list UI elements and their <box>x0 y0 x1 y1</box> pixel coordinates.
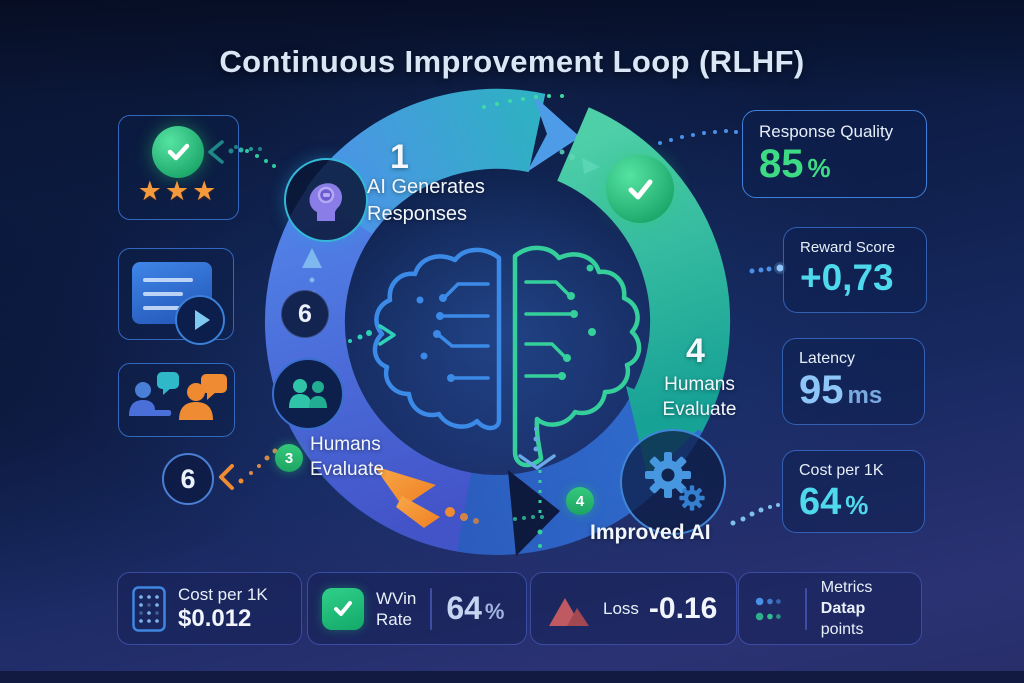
step-number-4: 4 <box>686 332 705 370</box>
cost-label: Cost per 1K <box>178 585 268 604</box>
brain-circuits-right <box>524 264 596 380</box>
chevron-left-orange-icon <box>219 464 234 490</box>
win-rate-label: WVin Rate <box>376 588 417 629</box>
cost-text-block: Cost per 1K $0.012 <box>178 584 268 633</box>
loss-label: Loss <box>603 599 639 618</box>
metric-value-row: +0,73 <box>800 257 894 298</box>
metric-value-row: 64% <box>799 481 869 523</box>
divider <box>804 587 807 630</box>
step-circle-six-arc: 6 <box>281 290 329 338</box>
humans-circle <box>272 358 344 430</box>
bottom-card-cost: Cost per 1K $0.012 <box>117 572 302 645</box>
brain-left-hemisphere <box>372 247 502 431</box>
metric-label: Cost per 1K <box>799 462 884 479</box>
check-circle-icon <box>152 126 204 178</box>
bottom-card-loss: Loss -0.16 <box>530 572 737 645</box>
metrics-text-block: Metrics Datap points <box>821 577 907 640</box>
chevron-down-icon <box>518 454 556 470</box>
step-number-1: 1 <box>390 138 409 176</box>
teal-inner-arrow-icon <box>559 149 600 174</box>
step-1-label: AI Generates Responses <box>367 176 485 225</box>
metric-label: Response Quality <box>759 122 894 141</box>
page-title: Continuous Improvement Loop (RLHF) <box>219 44 805 79</box>
step-badge-3: 3 <box>275 444 303 472</box>
brain-circuits-left <box>416 282 490 382</box>
people-chat-icon <box>129 372 227 420</box>
metric-label: Latency <box>799 350 856 367</box>
orange-arrow-icon <box>374 466 479 528</box>
improved-ai-label: Improved AI <box>590 521 711 544</box>
datapoints-line: Datap points <box>820 600 866 638</box>
dotted-trails <box>208 94 786 526</box>
gears-icon <box>645 452 705 511</box>
circle-number: 6 <box>180 463 196 494</box>
mountain-icon <box>549 597 589 626</box>
loop-check-circle-icon <box>606 155 674 223</box>
metric-card-cost-per-1k: Cost per 1K 64% <box>782 450 925 533</box>
improved-ai-circle <box>620 429 726 535</box>
humans-evaluate-label: Humans Evaluate <box>310 434 384 480</box>
metric-card-reward-score: Reward Score +0,73 <box>783 227 927 313</box>
win-rate-value-row: 64% <box>446 590 505 626</box>
dots-icon <box>755 597 781 620</box>
metric-label: Reward Score <box>800 239 896 256</box>
loop-arrowhead-right <box>527 95 580 172</box>
bottom-strip <box>0 671 1024 683</box>
head-gear-icon <box>309 183 343 221</box>
chevron-right-icon <box>378 324 396 346</box>
step-4-label: Humans Evaluate <box>662 374 737 420</box>
play-button-icon <box>175 295 225 345</box>
metric-card-response-quality: Response Quality 85% <box>742 110 927 198</box>
ai-head-circle <box>284 158 368 242</box>
step-circle-six-outer: 6 <box>162 453 214 505</box>
up-arrow-icon <box>302 248 322 268</box>
check-square-icon <box>322 587 364 630</box>
cost-value: $0.012 <box>178 605 252 632</box>
divider <box>430 587 433 630</box>
loss-value: -0.16 <box>648 591 718 625</box>
chevron-left-icon <box>208 140 224 164</box>
people-icon <box>289 379 327 408</box>
star-rating-icon: ★★★ <box>137 176 220 206</box>
calculator-icon <box>132 585 166 632</box>
metric-value-row: 85% <box>759 142 831 186</box>
loop-arc-bottom-tail-notch <box>508 470 560 556</box>
people-feedback-card <box>118 363 235 437</box>
bottom-card-win-rate: WVin Rate 64% <box>307 572 527 645</box>
step-badge-4: 4 <box>566 487 594 515</box>
rating-card: ★★★ <box>118 115 239 220</box>
circle-number: 6 <box>298 299 312 328</box>
bottom-card-metrics: Metrics Datap points <box>738 572 922 645</box>
